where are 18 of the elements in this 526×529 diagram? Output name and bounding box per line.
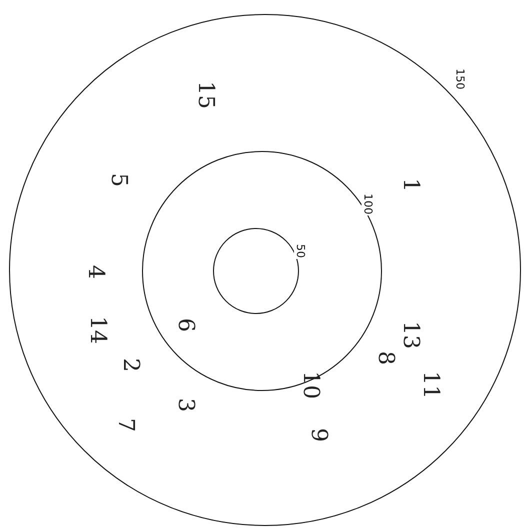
handwritten-number: 4 [83,265,107,279]
handwritten-number: 8 [373,351,397,365]
handwritten-number: 2 [118,358,142,372]
handwritten-number: 6 [173,318,197,332]
handwritten-number: 15 [193,81,217,109]
handwritten-number: 7 [113,418,137,432]
handwritten-number: 13 [398,321,422,349]
handwritten-number: 1 [398,178,422,192]
handwritten-number: 3 [173,398,197,412]
ring-value-label: 50 [294,243,306,260]
ring-value-label: 150 [453,68,466,91]
handwritten-number: 9 [306,428,330,442]
ring-value-label: 100 [362,192,374,216]
handwritten-number: 5 [106,173,130,187]
outer-ring [9,14,521,526]
handwritten-number: 14 [85,316,109,344]
handwritten-number: 11 [418,371,442,399]
handwritten-number: 10 [298,371,322,399]
